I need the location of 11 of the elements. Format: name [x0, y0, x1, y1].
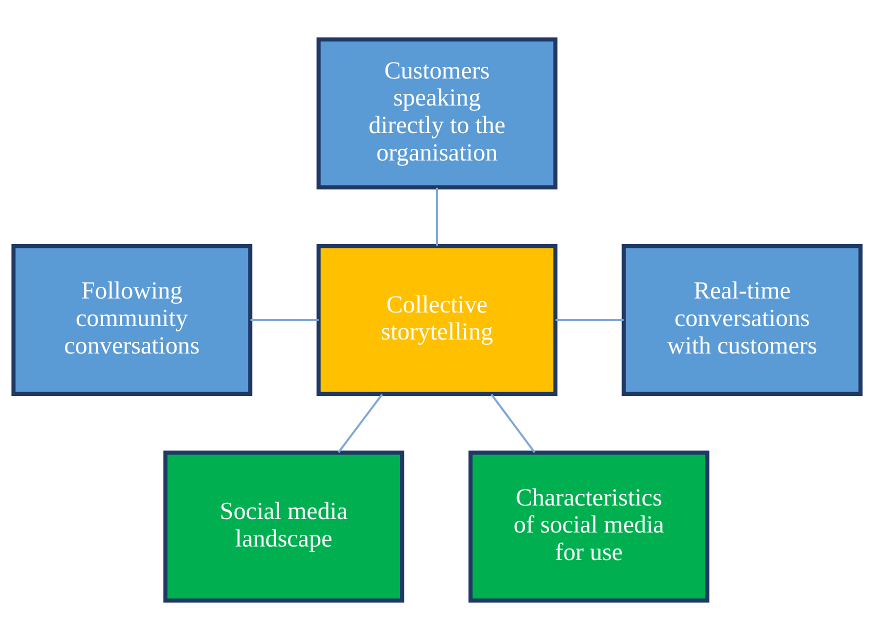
- node-box: Real-time conversations with customers: [622, 244, 863, 396]
- connector: [556, 318, 624, 322]
- node-box: Customers speaking directly to the organisation: [316, 37, 558, 190]
- node-box: Collective storytelling: [316, 244, 558, 396]
- connector: [490, 394, 536, 453]
- connector: [338, 394, 383, 454]
- node-box: Characteristics of social media for use: [468, 450, 710, 603]
- node-box: Social media landscape: [163, 450, 404, 603]
- connector: [250, 318, 319, 322]
- node-box: Following community conversations: [11, 244, 252, 396]
- connector: [436, 188, 438, 246]
